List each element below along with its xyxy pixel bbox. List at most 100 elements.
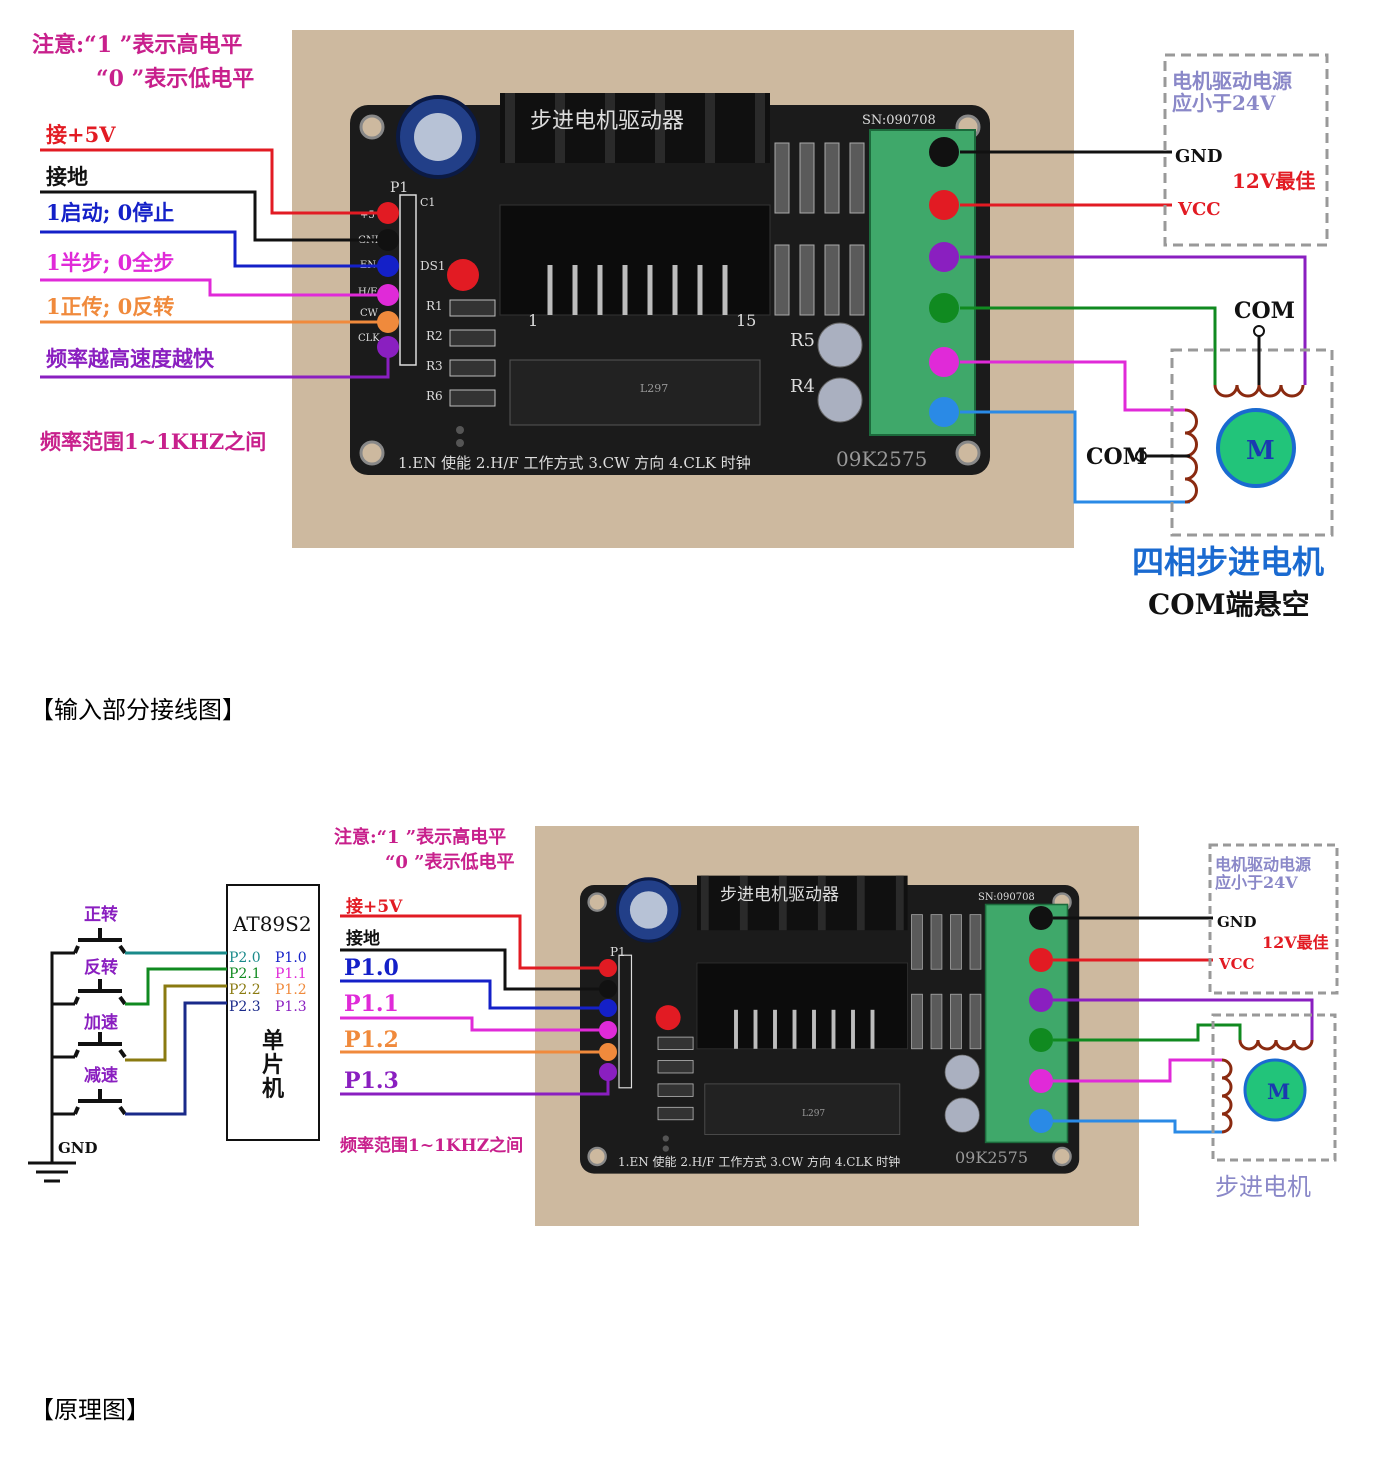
freq-range-1: 频率范围1~1KHZ之间: [40, 429, 266, 454]
input-label-clk-1: 频率越高速度越快: [46, 346, 215, 371]
pin-label-5: CW: [360, 308, 379, 319]
wire2-5v: [340, 914, 608, 970]
psu-title-line1-2: 电机驱动电源: [1215, 855, 1311, 874]
r6-label-1: R6: [426, 389, 443, 403]
r1-label-1: R1: [426, 299, 443, 313]
note-line1-1: 注意:“1 ”表示高电平: [32, 32, 242, 58]
psu-box-2: [1208, 843, 1339, 995]
term2-dot-d: [1029, 1109, 1053, 1133]
button-switch-4: [73, 1089, 127, 1116]
wire-gnd-1: [40, 190, 388, 242]
button-switch-2: [73, 979, 127, 1006]
freq-range-2: 频率范围1~1KHZ之间: [340, 1135, 523, 1156]
pin-label-1: +5: [360, 210, 375, 221]
input-label-en-1: 1启动; 0停止: [46, 200, 174, 225]
input-label-cw-1: 1正传; 0反转: [46, 294, 174, 319]
mcu-right-pin-3: P1.2: [275, 982, 307, 998]
button-switch-3: [73, 1032, 127, 1059]
ground-symbol-icon: [28, 1161, 76, 1183]
motor-note-1: COM端悬空: [1148, 588, 1310, 621]
mcu-label-1: 单: [262, 1028, 284, 1054]
coil-top-1: [1213, 384, 1305, 398]
p1-label-2: P1: [610, 945, 626, 959]
pin2-dot-5v: [599, 959, 617, 977]
pin-label-4: H/F: [358, 287, 377, 298]
wire-btn-2: [125, 967, 227, 1006]
mcu-left-pin-3: P2.2: [229, 982, 261, 998]
psu-gnd-2: GND: [1217, 913, 1257, 931]
pin-dot-hf-1: [377, 284, 399, 306]
mcu-right-pin-2: P1.1: [275, 966, 307, 982]
term-dot-d-1: [929, 397, 959, 427]
r5-label-1: R5: [790, 330, 815, 351]
gnd-label-2: GND: [58, 1139, 98, 1157]
mcu-left-pin-4: P2.3: [229, 999, 261, 1015]
pin2-dot-hf: [599, 1021, 617, 1039]
p1-label-1: P1: [390, 180, 408, 196]
r2-label-1: R2: [426, 329, 443, 343]
wire-btn-4: [125, 1001, 227, 1116]
input-label-gnd-1: 接地: [46, 164, 88, 189]
motor-title-2: 步进电机: [1215, 1173, 1311, 1201]
c1-label-1: C1: [420, 196, 435, 209]
mcu-left-pin-1: P2.0: [229, 950, 261, 966]
term-dot-c-1: [929, 347, 959, 377]
wire2-hf: [340, 1016, 608, 1032]
com-left-label-1: COM: [1086, 444, 1147, 470]
psu-title-line1-1: 电机驱动电源: [1172, 69, 1292, 93]
board-code-1: 09K2575: [836, 447, 927, 471]
note-line2-1: “0 ”表示低电平: [96, 66, 254, 92]
wire2-out-b: [1053, 1023, 1242, 1042]
heatsink-pin15-label-1: 15: [736, 311, 756, 330]
pin-dot-en-1: [377, 255, 399, 277]
wire2-out-a: [1053, 998, 1314, 1040]
pin-label-6: CLK: [358, 333, 380, 344]
wire-out-d-1: [960, 410, 1190, 504]
driver-board-2: [580, 876, 1079, 1174]
r4-label-1: R4: [790, 376, 815, 397]
wire-btn-3: [125, 984, 227, 1062]
term2-dot-gnd: [1029, 906, 1053, 930]
board-title-1: 步进电机驱动器: [530, 109, 684, 134]
mcu-label-3: 机: [262, 1076, 284, 1102]
pin2-dot-en: [599, 999, 617, 1017]
motor-label-2: M: [1267, 1079, 1290, 1104]
board-bottom-text-2: 1.EN 使能 2.H/F 工作方式 3.CW 方向 4.CLK 时钟: [618, 1154, 900, 1169]
input2-label-p10: P1.0: [344, 955, 399, 981]
wire-out-a-1: [960, 255, 1307, 385]
button-label-2: 反转: [84, 957, 118, 978]
com-left-terminal-1: [1135, 450, 1147, 462]
chip-label-1: L297: [640, 382, 668, 395]
pin-dot-clk-1: [377, 336, 399, 358]
term2-dot-c: [1029, 1069, 1053, 1093]
caption-schematic: 【原理图】: [30, 1396, 150, 1424]
motor-box-1: [1170, 348, 1334, 537]
wire-en-1: [40, 230, 388, 268]
psu-gnd-1: GND: [1175, 146, 1222, 167]
note-line1-2: 注意:“1 ”表示高电平: [334, 826, 506, 848]
ds1-label-1: DS1: [420, 259, 445, 273]
pin2-dot-cw: [599, 1043, 617, 1061]
motor-circle-2: [1243, 1058, 1307, 1122]
com-top-label-1: COM: [1234, 298, 1295, 324]
button-label-4: 减速: [84, 1065, 118, 1086]
pin2-dot-clk: [599, 1063, 617, 1081]
button-label-3: 加速: [83, 1012, 118, 1033]
button-label-1: 正转: [84, 904, 118, 925]
wire2-gnd: [340, 948, 608, 991]
board-title-2: 步进电机驱动器: [720, 885, 839, 905]
term2-dot-b: [1029, 1028, 1053, 1052]
input2-label-5v: 接+5V: [346, 896, 403, 917]
wire2-out-d: [1053, 1119, 1222, 1134]
mcu-right-pin-4: P1.3: [275, 999, 307, 1015]
psu-best-1: 12V最佳: [1232, 169, 1315, 193]
wire2-out-c: [1053, 1058, 1222, 1083]
term2-dot-a: [1029, 988, 1053, 1012]
wire-out-c-1: [960, 360, 1185, 412]
psu-best-2: 12V最佳: [1262, 933, 1329, 952]
term2-dot-vcc: [1029, 948, 1053, 972]
input-label-5v-1: 接+5V: [46, 122, 116, 147]
motor-box-2: [1211, 1013, 1337, 1162]
term-dot-vcc-1: [929, 190, 959, 220]
term-dot-a-1: [929, 242, 959, 272]
